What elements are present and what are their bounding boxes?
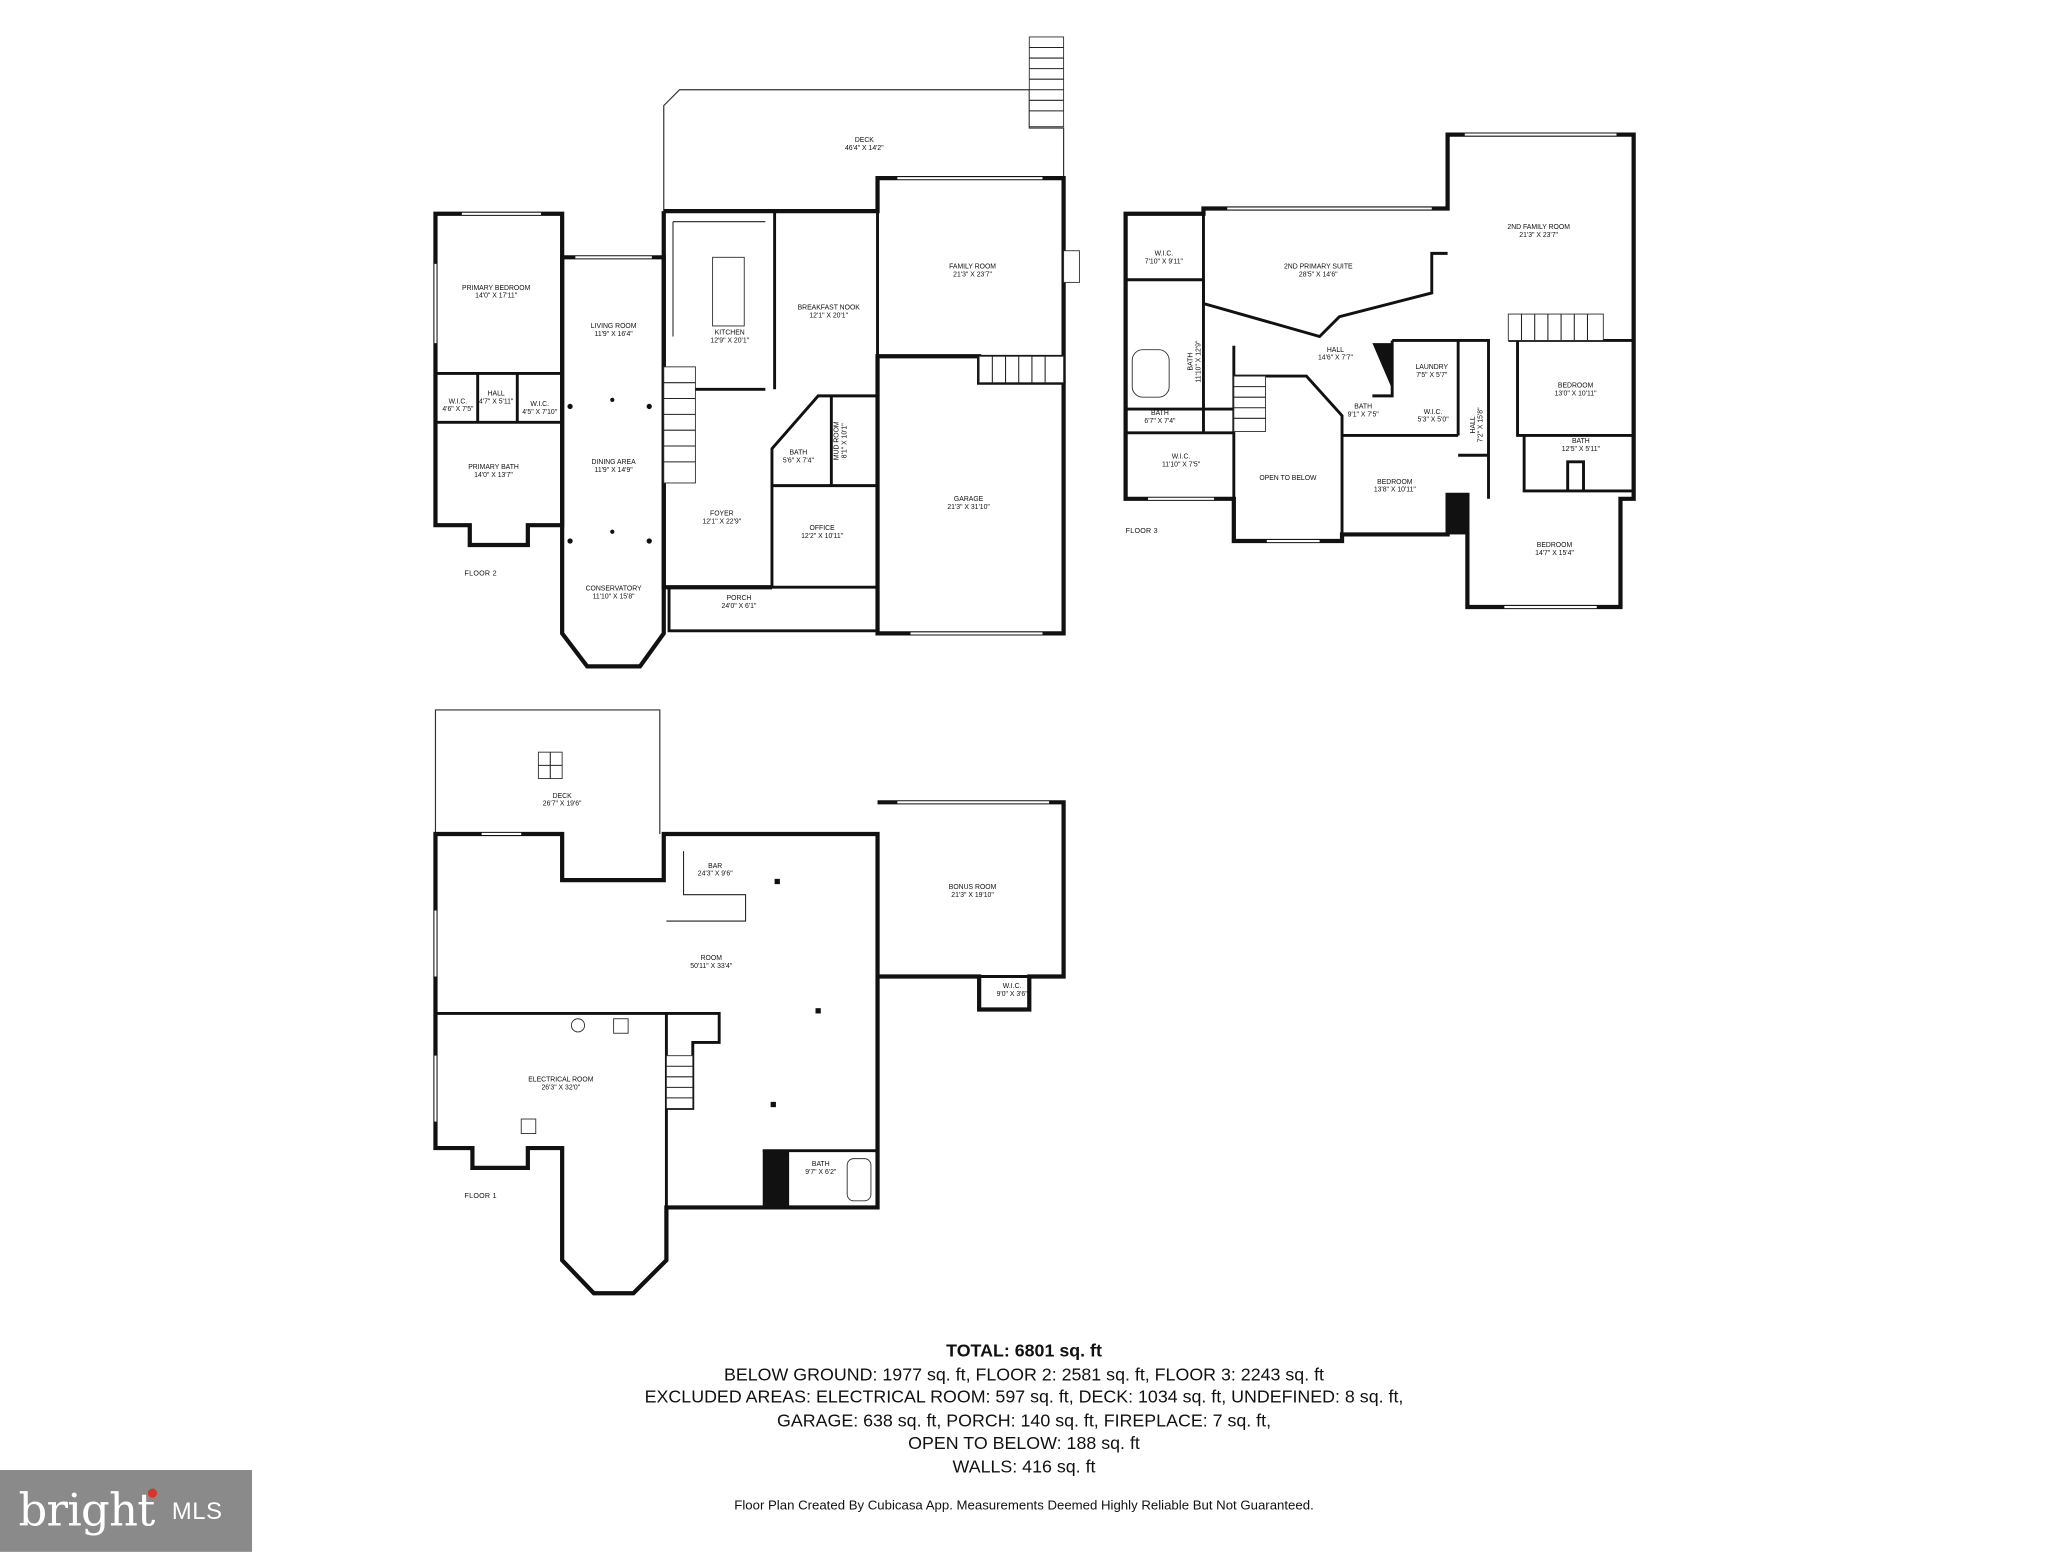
floor-3-label: FLOOR 3: [1125, 527, 1158, 536]
totals-line-1: BELOW GROUND: 1977 sq. ft, FLOOR 2: 2581…: [724, 1363, 1325, 1384]
totals-line-4: OPEN TO BELOW: 188 sq. ft: [908, 1433, 1140, 1454]
total-area: TOTAL: 6801 sq. ft: [946, 1340, 1102, 1361]
floor-1-label: FLOOR 1: [464, 1192, 497, 1201]
room-label-wic-1: W.I.C.4'6" X 7'5": [442, 397, 474, 415]
room-label-wic-5: W.I.C.11'10" X 7'5": [1161, 453, 1201, 470]
logo-suffix: MLS: [171, 1497, 223, 1524]
credit-note: Floor Plan Created By Cubicasa App. Meas…: [734, 1499, 1314, 1514]
totals-line-3: GARAGE: 638 sq. ft, PORCH: 140 sq. ft, F…: [776, 1410, 1272, 1431]
logo-brand: bright: [18, 1484, 155, 1538]
room-label-wic-2: W.I.C.4'5" X 7'10": [522, 400, 558, 417]
floor-3-plan: [1123, 132, 1636, 610]
room-label-wic-6: W.I.C.9'0" X 3'6": [996, 982, 1028, 999]
floor-2-label: FLOOR 2: [464, 570, 497, 578]
area-totals: TOTAL: 6801 sq. ft BELOW GROUND: 1977 sq…: [0, 1339, 2048, 1478]
bright-mls-logo: bright MLS: [0, 1470, 253, 1552]
floor-1-plan: [433, 709, 1066, 1296]
totals-line-2: EXCLUDED AREAS: ELECTRICAL ROOM: 597 sq.…: [644, 1387, 1404, 1407]
room-label-wic-3: W.I.C.7'10" X 9'11": [1144, 250, 1183, 267]
room-label-wic-4: W.I.C.5'3" X 5'0": [1417, 408, 1449, 425]
totals-line-5: WALLS: 416 sq. ft: [952, 1456, 1096, 1477]
logo-dot-icon: [148, 1487, 158, 1498]
floor-2-plan: [433, 36, 1080, 669]
room-label-open-to-below: OPEN TO BELOW: [1259, 474, 1317, 483]
